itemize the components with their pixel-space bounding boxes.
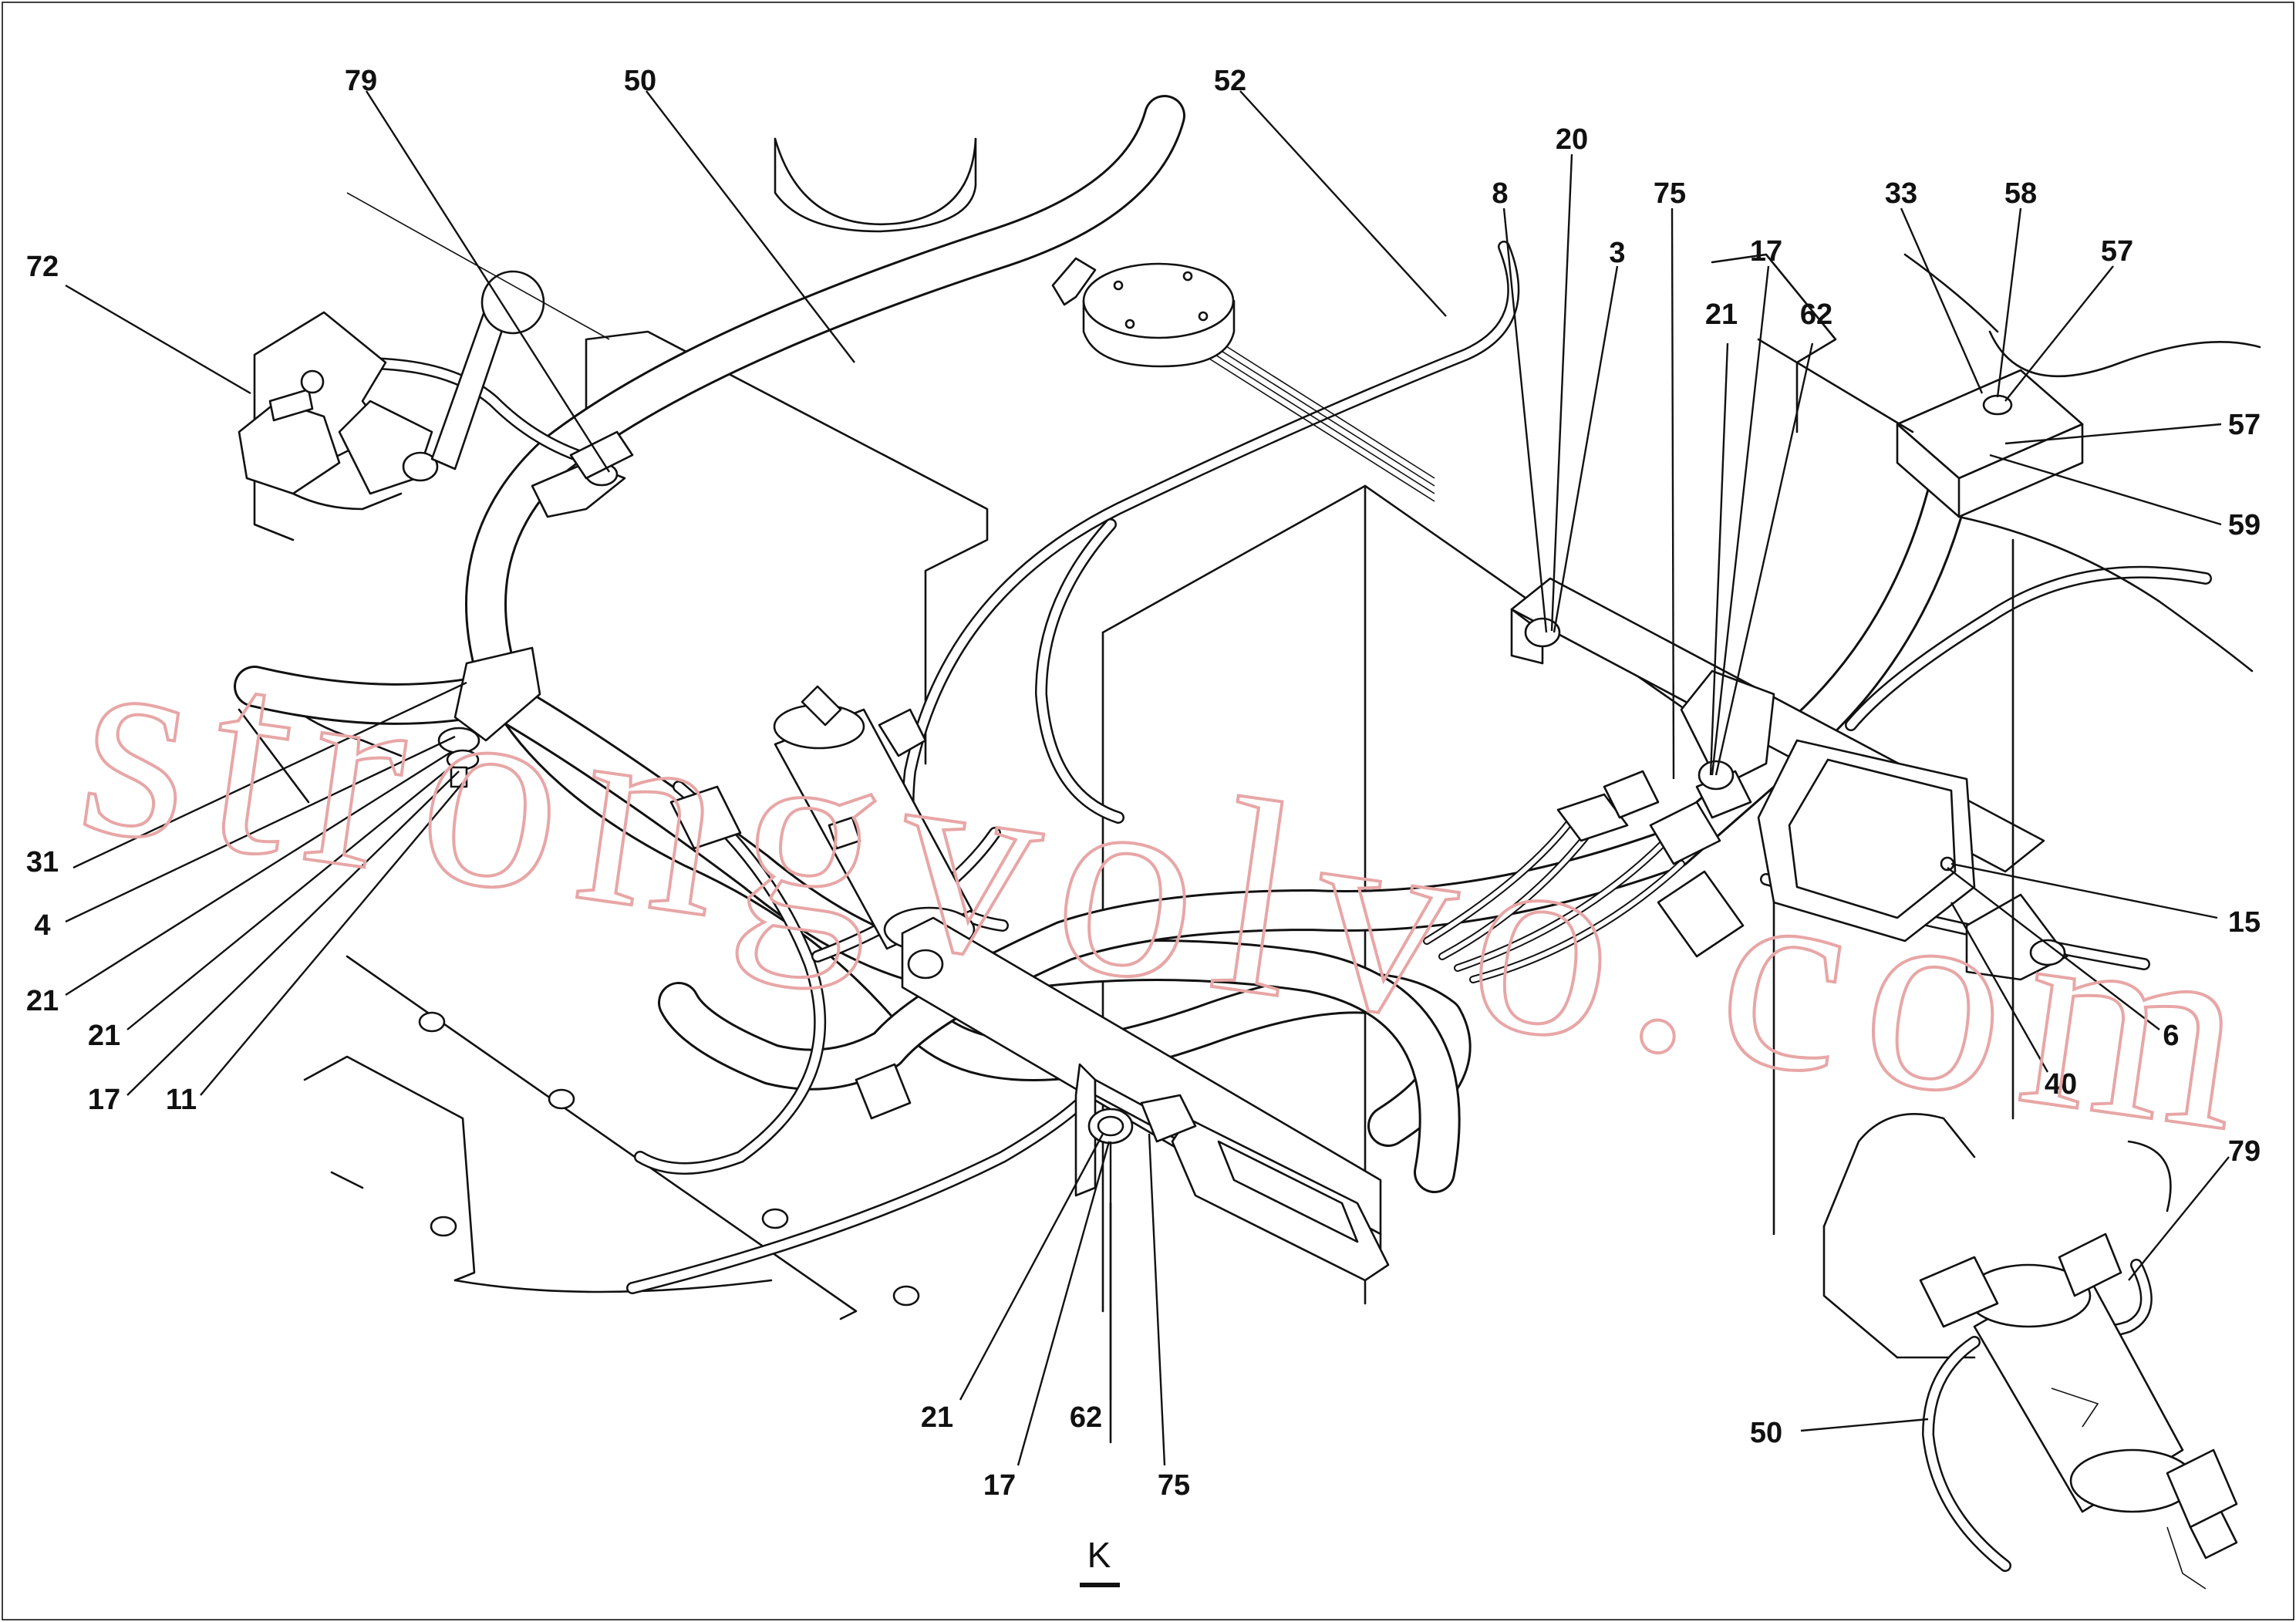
callout-79-right: 79 (2228, 1135, 2261, 1168)
upper-right-bracket (1711, 253, 2261, 1120)
hose-sleeve (1657, 870, 1745, 958)
callout-72: 72 (26, 251, 59, 283)
callout-50-top: 50 (624, 65, 656, 97)
grommets (418, 1011, 920, 1307)
callout-40: 40 (2045, 1068, 2077, 1101)
callout-11: 11 (166, 1084, 197, 1116)
callout-6: 6 (2163, 1020, 2179, 1052)
view-label: K (1087, 1535, 1111, 1575)
hose-clamp-31 (437, 646, 541, 788)
callout-17-bottom: 17 (983, 1469, 1016, 1502)
leader-lines (65, 90, 2230, 1466)
callout-21-bottom: 21 (921, 1401, 953, 1434)
callout-57-a: 57 (2101, 235, 2133, 268)
callout-21-top: 21 (1705, 298, 1738, 331)
multi-pin-connector (1757, 739, 1976, 943)
mount-tab-40 (1965, 893, 2068, 981)
grommet-plate (1171, 1117, 1390, 1282)
clamp-bracket-79 (531, 430, 634, 518)
detail-inset (1822, 1113, 2238, 1590)
callout-21-left-1: 21 (26, 985, 59, 1017)
callout-59: 59 (2228, 509, 2261, 541)
callout-52: 52 (1214, 65, 1246, 97)
fuel-shutoff-lever (238, 270, 545, 495)
tank-sender-unit (1082, 262, 1236, 368)
callout-75-bottom: 75 (1158, 1469, 1190, 1502)
callout-8: 8 (1492, 177, 1508, 210)
callout-31: 31 (26, 846, 59, 878)
callout-62-bottom: 62 (1070, 1401, 1102, 1434)
callout-79-top: 79 (345, 65, 377, 97)
callout-labels: 79 50 52 20 8 75 3 17 33 58 57 21 62 72 … (26, 65, 2261, 1502)
callout-20: 20 (1556, 123, 1588, 156)
callout-21-left-2: 21 (88, 1020, 120, 1052)
callout-4: 4 (34, 909, 50, 942)
sensor-wires (1202, 331, 1435, 502)
tank-outline (238, 137, 1775, 1320)
callout-57-b: 57 (2228, 409, 2261, 441)
callout-17-top: 17 (1750, 235, 1782, 268)
callout-58: 58 (2004, 177, 2037, 210)
vent-fitting (1051, 257, 1097, 306)
mounting-block-33 (1896, 369, 2084, 518)
callout-3: 3 (1609, 237, 1625, 269)
callout-75-top: 75 (1654, 177, 1686, 210)
callout-33: 33 (1885, 177, 1917, 210)
callout-50-bottom: 50 (1750, 1417, 1782, 1449)
fuel-filter (773, 685, 976, 953)
callout-62-top: 62 (1800, 298, 1832, 331)
electrical-connectors (1556, 760, 1752, 865)
callout-17-left: 17 (88, 1084, 120, 1116)
callout-15: 15 (2228, 906, 2261, 939)
tube-clip (669, 785, 912, 1120)
